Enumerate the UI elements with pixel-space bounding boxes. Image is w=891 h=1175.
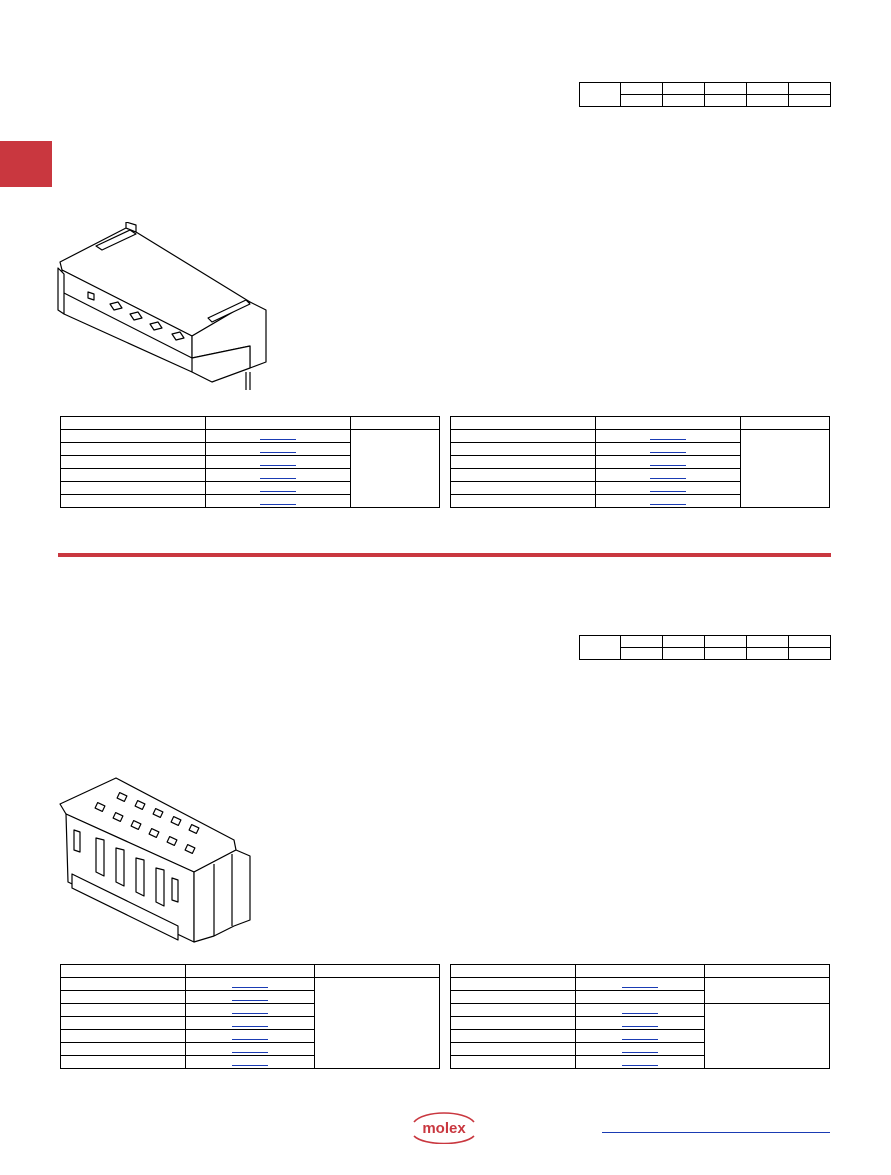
- part-number-link[interactable]: [622, 986, 658, 988]
- molex-logo: molex: [413, 1112, 475, 1144]
- part-number-link[interactable]: [232, 986, 268, 988]
- part-number-link[interactable]: [650, 438, 686, 440]
- spec-table-cell: [662, 94, 705, 107]
- part-number-link[interactable]: [260, 451, 296, 453]
- table-header-cell: [740, 416, 830, 430]
- part-number-link[interactable]: [650, 503, 686, 505]
- spec-table-cell: [746, 94, 789, 107]
- website-link[interactable]: [602, 1132, 830, 1133]
- table-row: [450, 977, 830, 1004]
- spec-table-cell: [788, 94, 831, 107]
- table-header-cell: [314, 964, 440, 978]
- spec-table-cell: [746, 635, 789, 648]
- part-number-link[interactable]: [232, 1025, 268, 1027]
- table-header-cell: [575, 964, 705, 978]
- table-row: [60, 977, 440, 1069]
- part-number-link[interactable]: [260, 490, 296, 492]
- table-row: [450, 429, 830, 508]
- spec-table-cell: [704, 635, 747, 648]
- spec-table-cell: [620, 647, 663, 660]
- spec-table-cell: [662, 647, 705, 660]
- table-header-cell: [704, 964, 830, 978]
- table-header-cell: [60, 964, 186, 978]
- spec-table-bottom: [579, 635, 831, 660]
- part-number-link[interactable]: [650, 477, 686, 479]
- spec-table-cell: [746, 82, 789, 95]
- housing-connector-image: [59, 777, 251, 943]
- table-header-cell: [205, 416, 351, 430]
- part-number-link[interactable]: [622, 1025, 658, 1027]
- part-number-link[interactable]: [232, 1064, 268, 1066]
- table-row: [450, 1055, 830, 1069]
- spec-table-cell: [704, 94, 747, 107]
- spec-table-cell: [704, 82, 747, 95]
- part-number-link[interactable]: [650, 490, 686, 492]
- table-row: [60, 429, 440, 508]
- spec-table-cell: [746, 647, 789, 660]
- part-number-link[interactable]: [232, 1051, 268, 1053]
- table-row: [60, 494, 440, 508]
- section-divider: [58, 553, 831, 557]
- part-number-link[interactable]: [622, 1038, 658, 1040]
- table-row: [60, 1055, 440, 1069]
- spec-table-cell: [788, 647, 831, 660]
- part-table-bottom-left: [60, 964, 440, 1069]
- part-number-link[interactable]: [260, 477, 296, 479]
- part-number-link[interactable]: [260, 503, 296, 505]
- section-tab: [0, 141, 52, 187]
- spec-table-cell: [620, 635, 663, 648]
- table-row: [60, 481, 440, 495]
- spec-table-cell: [788, 82, 831, 95]
- spec-table-cell: [579, 82, 621, 107]
- table-header-cell: [60, 416, 206, 430]
- spec-table-cell: [620, 94, 663, 107]
- table-header-cell: [595, 416, 741, 430]
- table-header-cell: [185, 964, 315, 978]
- table-header-cell: [350, 416, 440, 430]
- molex-logo-text: molex: [422, 1120, 466, 1137]
- part-number-link[interactable]: [650, 464, 686, 466]
- table-row: [450, 1029, 830, 1043]
- spec-table-cell: [579, 635, 621, 660]
- table-header-cell: [450, 964, 576, 978]
- part-table-bottom-right: [450, 964, 830, 1069]
- part-number-link[interactable]: [232, 1038, 268, 1040]
- spec-table-cell: [620, 82, 663, 95]
- spec-table-cell: [662, 82, 705, 95]
- part-number-link[interactable]: [260, 464, 296, 466]
- header-connector-image: [57, 222, 267, 390]
- part-number-link[interactable]: [232, 1012, 268, 1014]
- part-table-top-left: [60, 416, 440, 508]
- spec-table-cell: [662, 635, 705, 648]
- table-row: [450, 1003, 830, 1069]
- part-number-link[interactable]: [232, 999, 268, 1001]
- table-row: [450, 494, 830, 508]
- spec-table-top: [579, 82, 831, 107]
- part-number-link[interactable]: [650, 451, 686, 453]
- part-number-link[interactable]: [622, 1051, 658, 1053]
- table-header-cell: [450, 416, 596, 430]
- spec-table-cell: [704, 647, 747, 660]
- table-row: [450, 455, 830, 469]
- part-number-link[interactable]: [622, 1064, 658, 1066]
- part-number-link[interactable]: [622, 1012, 658, 1014]
- part-number-link[interactable]: [260, 438, 296, 440]
- spec-table-cell: [788, 635, 831, 648]
- part-table-top-right: [450, 416, 830, 508]
- table-row: [60, 1029, 440, 1043]
